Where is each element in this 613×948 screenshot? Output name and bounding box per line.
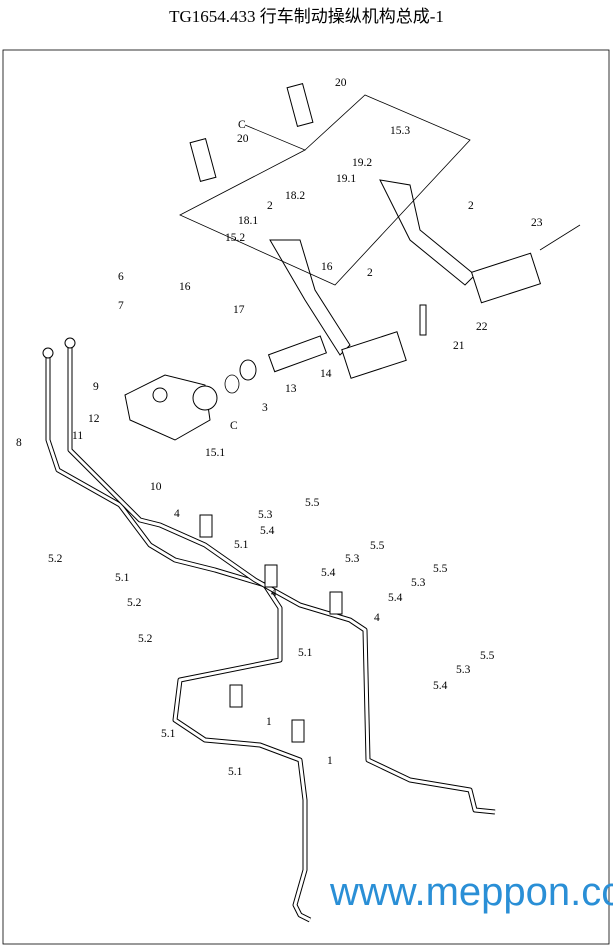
callout: 5.1: [228, 766, 243, 778]
callout: 5.3: [456, 664, 471, 676]
callout: 2: [367, 267, 373, 279]
callout: 5.4: [388, 592, 403, 604]
callout: 19.2: [352, 157, 372, 169]
callout: 5.4: [321, 567, 336, 579]
callout-labels: 20 C 20 15.3 19.2 19.1 18.2 2 18.1 15.2 …: [16, 77, 543, 778]
callout: 15.3: [390, 125, 410, 137]
callout: 6: [118, 271, 124, 283]
callout: 15.1: [205, 447, 225, 459]
callout: 22: [476, 321, 488, 333]
brake-pipes: [42, 337, 496, 923]
brake-pedals: [179, 82, 581, 379]
callout: 11: [72, 430, 83, 442]
callout: C: [230, 420, 238, 432]
callout: 1: [327, 755, 333, 767]
callout: 18.2: [285, 190, 305, 202]
callout: 5.3: [345, 553, 360, 565]
callout: 5.5: [480, 650, 495, 662]
callout: 3: [262, 402, 268, 414]
callout: 12: [88, 413, 100, 425]
callout: 2: [267, 200, 273, 212]
callout: 19.1: [336, 173, 356, 185]
callout: 16: [179, 281, 191, 293]
callout: 18.1: [238, 215, 258, 227]
master-cylinder: [124, 335, 328, 441]
callout: 15.2: [225, 232, 245, 244]
callout: 5.5: [305, 497, 320, 509]
callout: 5.3: [258, 509, 273, 521]
callout: 8: [16, 437, 22, 449]
callout: 4: [174, 508, 180, 520]
callout: 5.2: [127, 597, 142, 609]
callout: 14: [320, 368, 332, 380]
callout: 10: [150, 481, 162, 493]
callout: 4: [271, 587, 277, 599]
callout: 2: [468, 200, 474, 212]
callout: 5.1: [298, 647, 313, 659]
callout: 5.2: [48, 553, 63, 565]
brackets: [199, 514, 343, 743]
callout: 23: [531, 217, 543, 229]
callout: 5.1: [234, 539, 249, 551]
callout: 7: [118, 300, 124, 312]
callout: 5.4: [433, 680, 448, 692]
callout: 20: [237, 133, 249, 145]
callout: 1: [266, 716, 272, 728]
callout: 5.1: [161, 728, 176, 740]
diagram-title: TG1654.433 行车制动操纵机构总成-1: [169, 7, 444, 26]
callout: 4: [374, 612, 380, 624]
callout: 5.2: [138, 633, 153, 645]
callout: 20: [335, 77, 347, 89]
callout: C: [238, 119, 246, 131]
callout: 13: [285, 383, 297, 395]
callout: 5.3: [411, 577, 426, 589]
callout: 5.5: [433, 563, 448, 575]
callout: 5.4: [260, 525, 275, 537]
callout: 17: [233, 304, 245, 316]
callout: 5.1: [115, 572, 130, 584]
watermark: www.meppon.cc: [329, 870, 613, 914]
callout: 9: [93, 381, 99, 393]
callout: 16: [321, 261, 333, 273]
frame-border: [2, 49, 610, 945]
callout: 21: [453, 340, 465, 352]
callout: 5.5: [370, 540, 385, 552]
